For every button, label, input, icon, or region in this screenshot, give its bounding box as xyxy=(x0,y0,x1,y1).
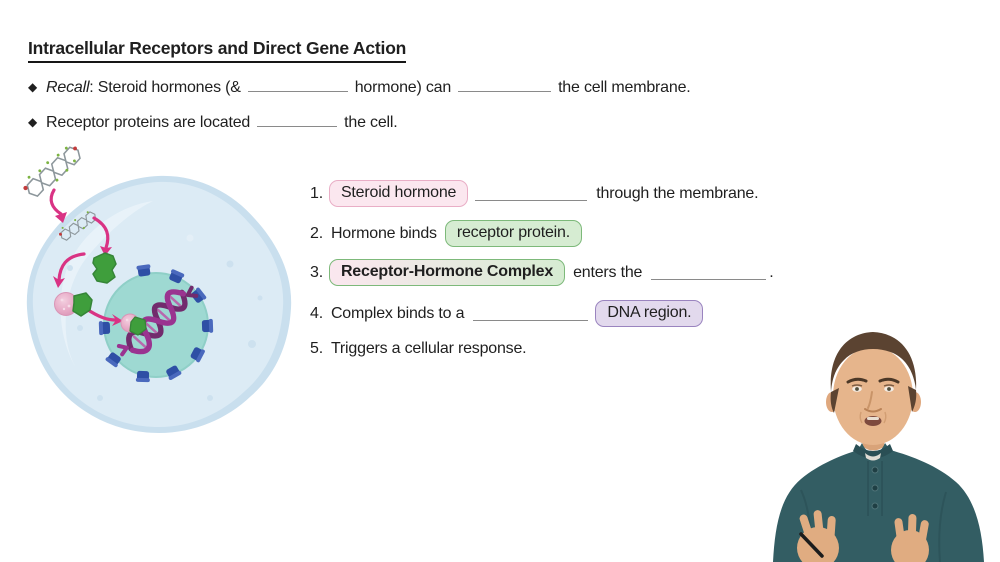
hormone-receptor-complex-nucleus-icon xyxy=(120,313,147,336)
fill-in-blank xyxy=(458,78,552,92)
eyes xyxy=(851,384,895,392)
step-text: Complex binds to a xyxy=(330,304,465,322)
fill-in-blank xyxy=(651,266,767,280)
instructor-figure xyxy=(773,332,984,562)
hormone-receptor-complex-icon xyxy=(54,292,93,317)
undershirt xyxy=(865,453,881,461)
placket xyxy=(867,461,883,516)
step-1: 1. Steroid hormone through the membrane. xyxy=(310,180,760,207)
steroid-molecule-small-icon xyxy=(58,211,97,241)
cell-diagram-illustration xyxy=(23,146,292,433)
step-4: 4. Complex binds to a DNA region. xyxy=(310,300,704,327)
bullet-receptor-line: ◆ Receptor proteins are located the cell. xyxy=(28,113,398,132)
step-number: 2. xyxy=(310,224,323,242)
bullet-text: hormone) can xyxy=(354,79,452,96)
step-text: Triggers a cellular response. xyxy=(330,340,527,357)
fill-in-blank xyxy=(257,113,338,127)
right-hand xyxy=(891,514,929,562)
receptor-protein-chip: receptor protein. xyxy=(444,220,582,247)
shirt-buttons xyxy=(871,466,879,510)
left-hand xyxy=(797,510,839,562)
step-2: 2. Hormone binds receptor protein. xyxy=(310,220,582,247)
steroid-molecule-icon xyxy=(23,146,81,198)
step-5: 5. Triggers a cellular response. xyxy=(310,340,528,358)
recall-word: Recall xyxy=(46,79,90,96)
page-title: Intracellular Receptors and Direct Gene … xyxy=(28,38,406,63)
step-text: through the membrane. xyxy=(596,184,759,202)
fill-in-blank xyxy=(247,78,348,92)
step-text: Hormone binds xyxy=(330,224,437,242)
nose xyxy=(867,391,873,409)
hair xyxy=(830,332,917,413)
dna-region-chip: DNA region. xyxy=(595,300,704,327)
eyebrows xyxy=(846,377,900,384)
receptor-hormone-complex-chip: Receptor-Hormone Complex xyxy=(328,259,566,286)
bullet-text: : Steroid hormones (& xyxy=(89,79,241,96)
step-number: 1. xyxy=(310,184,323,202)
step-number: 5. xyxy=(310,340,323,357)
face xyxy=(833,347,913,445)
fill-in-blank xyxy=(473,307,589,321)
bullet-recall-line: ◆ Recall: Steroid hormones (& hormone) can… xyxy=(28,78,691,97)
step-number: 4. xyxy=(310,304,323,322)
step-text: . xyxy=(769,263,774,281)
step-text: enters the xyxy=(573,263,643,281)
mouth xyxy=(859,411,887,426)
cytoplasm-speckles xyxy=(67,234,263,401)
step-number: 3. xyxy=(310,263,323,281)
diamond-bullet-icon: ◆ xyxy=(28,80,38,94)
collar xyxy=(853,444,893,459)
bullet-text: the cell membrane. xyxy=(558,79,691,96)
receptor-protein-icon xyxy=(92,252,117,284)
steroid-hormone-chip: Steroid hormone xyxy=(328,180,469,207)
bullet-text: the cell. xyxy=(344,114,398,131)
step-3: 3. Receptor-Hormone Complex enters the . xyxy=(310,259,776,286)
bullet-text: Receptor proteins are located xyxy=(46,114,251,131)
diamond-bullet-icon: ◆ xyxy=(28,115,38,129)
pen-icon xyxy=(799,532,824,558)
instructor-webcam xyxy=(773,332,984,562)
fill-in-blank xyxy=(475,187,588,201)
